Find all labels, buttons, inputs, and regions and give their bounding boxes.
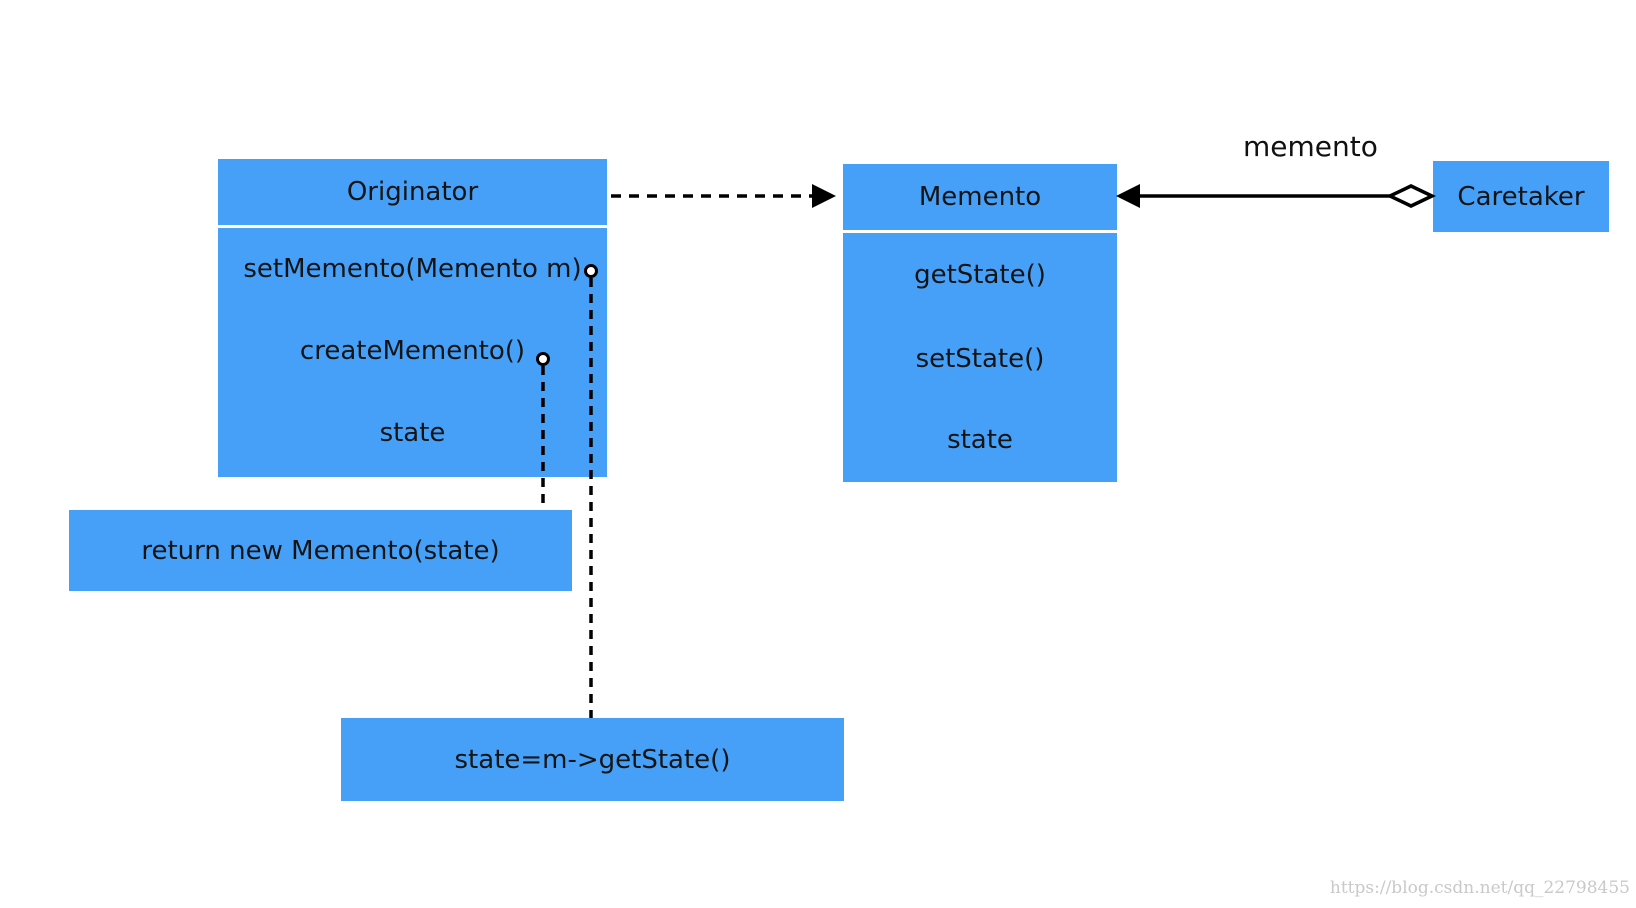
originator-title: Originator xyxy=(346,177,479,207)
memento-attr-state: state xyxy=(947,425,1013,455)
originator-method-setmemento: setMemento(Memento m) xyxy=(243,254,582,284)
note-set-memento: state=m->getState() xyxy=(341,718,844,801)
note-create-memento: return new Memento(state) xyxy=(69,510,572,591)
creatememento-note-anchor xyxy=(536,352,550,366)
originator-divider xyxy=(218,225,607,228)
watermark: https://blog.csdn.net/qq_22798455 xyxy=(1329,878,1630,898)
memento-divider xyxy=(843,230,1117,233)
memento-title: Memento xyxy=(918,182,1042,212)
originator-method-creatememento: createMemento() xyxy=(299,336,526,366)
caretaker-class: Caretaker xyxy=(1433,161,1609,232)
originator-class: Originator setMemento(Memento m) createM… xyxy=(218,159,607,477)
memento-method-setstate: setState() xyxy=(915,344,1045,374)
association-arrowhead xyxy=(1116,184,1140,208)
originator-attr-state: state xyxy=(379,418,446,448)
aggregation-diamond xyxy=(1385,184,1437,208)
dependency-arrowhead xyxy=(812,184,836,208)
setmemento-note-anchor xyxy=(584,264,598,278)
memento-class: Memento getState() setState() state xyxy=(843,164,1117,482)
memento-method-getstate: getState() xyxy=(914,260,1046,290)
association-label: memento xyxy=(1243,130,1378,163)
